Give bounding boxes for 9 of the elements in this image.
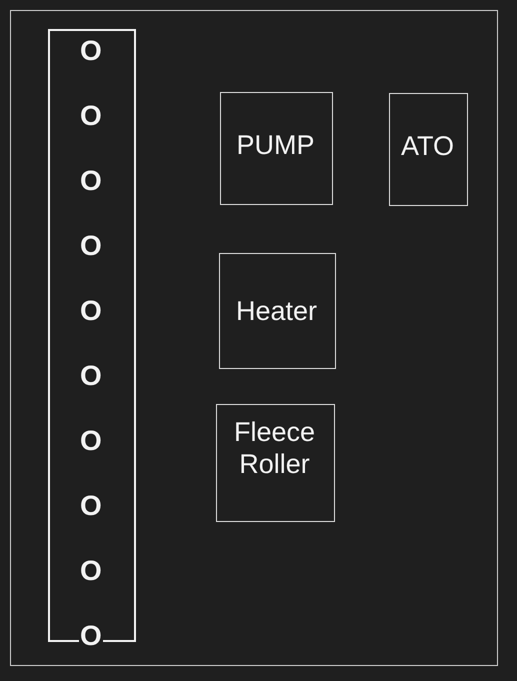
component-label: Fleece Roller — [232, 417, 316, 481]
component-label: ATO — [401, 130, 454, 162]
component-box — [216, 404, 334, 522]
component-box — [220, 92, 332, 204]
component-box — [388, 92, 468, 206]
panel-frame — [10, 10, 498, 666]
component-box — [218, 252, 336, 368]
component-label: PUMP — [236, 130, 315, 162]
component-label: Heater — [236, 296, 318, 328]
